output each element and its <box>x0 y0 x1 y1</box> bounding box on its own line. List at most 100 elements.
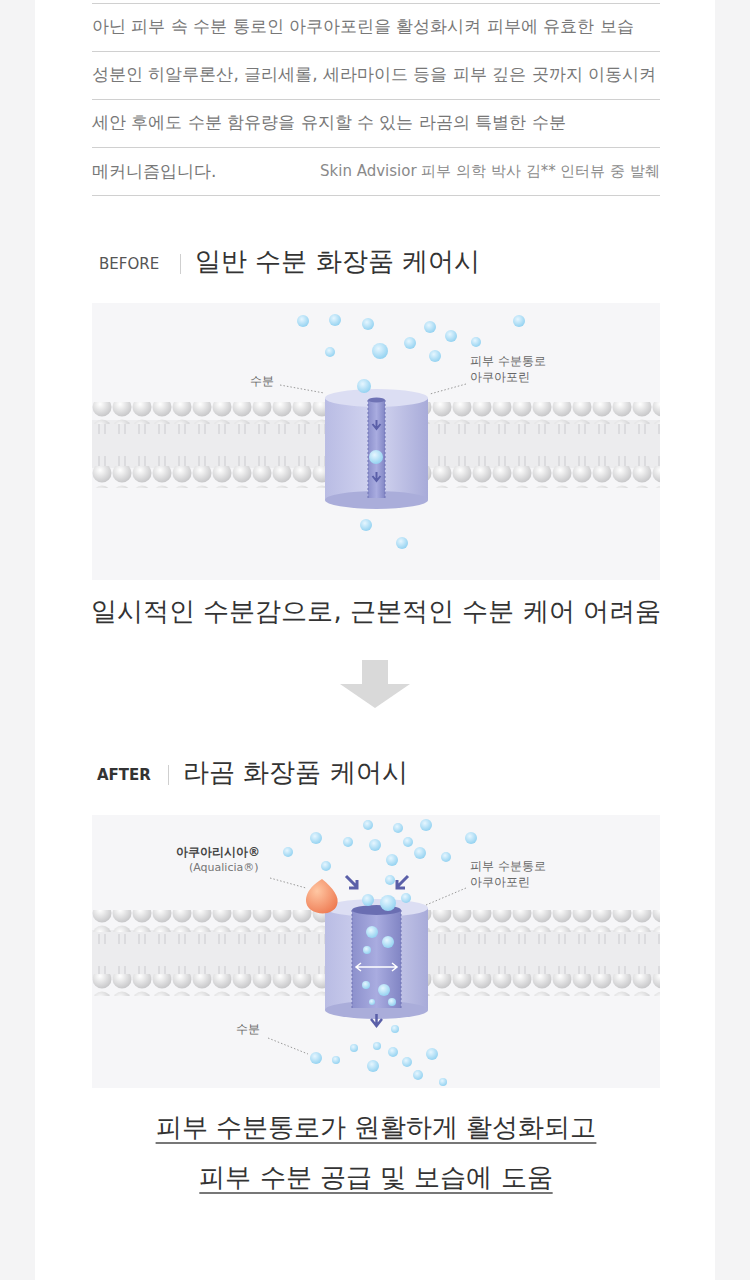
art-path <box>371 1014 382 1026</box>
art-rect <box>92 815 660 1088</box>
art-circle <box>441 852 451 862</box>
art-circle <box>369 450 383 464</box>
art-circle <box>360 519 372 531</box>
art-line <box>368 400 369 498</box>
art-circle <box>343 837 353 847</box>
art-line <box>92 147 660 148</box>
callout-label: 아쿠아리시아® <box>176 845 286 861</box>
art-circle <box>402 1057 412 1067</box>
art-circle <box>396 537 408 549</box>
art-line <box>92 99 660 100</box>
art-circle <box>310 1052 322 1064</box>
callout-label: 수분 <box>250 374 290 390</box>
down-arrow <box>340 660 410 708</box>
art-circle <box>414 847 426 859</box>
art-circle <box>401 893 411 903</box>
art-line <box>270 878 306 888</box>
art-path <box>346 876 357 888</box>
art-circle <box>329 314 341 326</box>
source-note: Skin Advisior 피부 의학 박사 김** 인터뷰 중 발췌 <box>262 162 660 182</box>
art-ellipse <box>368 398 385 403</box>
art-line <box>92 51 660 52</box>
art-line <box>280 385 324 393</box>
body-line: 세안 후에도 수분 함유량을 유지할 수 있는 라곰의 특별한 수분 <box>92 111 660 133</box>
art-circle <box>382 936 394 948</box>
art-circle <box>372 343 388 359</box>
callout-label: (Aqualicia®) <box>189 861 279 875</box>
art-line <box>268 1038 308 1054</box>
art-g <box>362 926 396 1006</box>
art-circle <box>445 330 457 342</box>
art-path <box>373 420 381 429</box>
section-tag: AFTER <box>97 766 167 786</box>
art-circle <box>388 998 396 1006</box>
art-line <box>430 384 466 394</box>
art-circle <box>413 1070 423 1080</box>
art-circle <box>386 854 398 866</box>
art-line <box>92 3 660 4</box>
art-circle <box>385 875 395 885</box>
art-circle <box>429 350 441 362</box>
art-circle <box>362 318 374 330</box>
art-circle <box>465 832 477 844</box>
section-tag: BEFORE <box>99 255 179 275</box>
art-line <box>426 888 466 905</box>
art-rect <box>325 398 428 500</box>
art-circle <box>283 847 293 857</box>
art-circle <box>367 1060 379 1072</box>
text-rules <box>92 4 660 196</box>
art-circle <box>325 347 335 357</box>
art-circle <box>362 894 374 906</box>
art-circle <box>388 1047 398 1057</box>
art-path <box>373 472 381 481</box>
art-circle <box>403 837 413 847</box>
art-path <box>397 876 408 888</box>
art-circle <box>513 315 525 327</box>
art-circle <box>363 820 373 830</box>
art-circle <box>363 946 371 954</box>
art-circle <box>332 1056 340 1064</box>
art-path <box>306 879 338 913</box>
art-circle <box>471 337 481 347</box>
art-rect <box>368 400 385 498</box>
art-ellipse <box>325 899 428 917</box>
art-circle <box>310 832 322 844</box>
art-line <box>385 400 386 498</box>
body-line: 아닌 피부 속 수분 통로인 아쿠아포린을 활성화시켜 피부에 유효한 보습 <box>92 15 660 37</box>
art-circle <box>369 999 375 1005</box>
art-path <box>356 963 397 971</box>
callout-label: 피부 수분통로 아쿠아포린 <box>470 354 560 385</box>
art-circle <box>321 861 331 871</box>
section-title: 라곰 화장품 케어시 <box>183 756 643 790</box>
art-polygon <box>340 684 410 708</box>
art-circle <box>439 1078 447 1086</box>
callout-label: 피부 수분통로 아쿠아포린 <box>470 859 560 890</box>
art-circle <box>404 337 416 349</box>
art-circle <box>362 981 370 989</box>
section-title: 일반 수분 화장품 케어시 <box>195 245 655 279</box>
art-circle <box>350 1044 358 1052</box>
art-circle <box>426 1048 438 1060</box>
separator <box>180 254 181 274</box>
art-line <box>352 910 353 1008</box>
art-rect <box>325 908 428 1010</box>
body-line: 메커니즘입니다. <box>92 160 292 182</box>
art-g <box>283 819 477 1086</box>
art-line <box>92 195 660 196</box>
after-illustration <box>92 815 660 1088</box>
body-line: 성분인 히알루론산, 글리세롤, 세라마이드 등을 피부 깊은 곳까지 이동시켜 <box>92 63 660 85</box>
callout-label: 수분 <box>236 1022 276 1038</box>
caption: 피부 수분통로가 원활하게 활성화되고 <box>80 1111 672 1145</box>
art-circle <box>369 839 381 851</box>
art-circle <box>366 926 378 938</box>
before-illustration <box>92 303 660 580</box>
art-circle <box>297 315 309 327</box>
art-circle <box>393 823 403 833</box>
art-circle <box>357 379 371 393</box>
art-circle <box>373 1042 381 1050</box>
art-circle <box>424 321 436 333</box>
art-circle <box>380 895 396 911</box>
art-circle <box>420 819 432 831</box>
caption: 피부 수분 공급 및 보습에 도움 <box>80 1161 672 1195</box>
